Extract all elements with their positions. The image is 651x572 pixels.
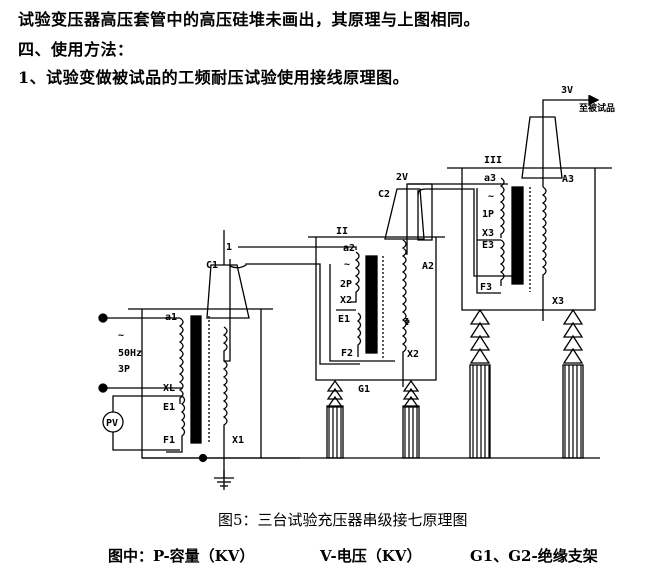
- stage-2-transformer: [308, 183, 514, 387]
- label-to-specimen: 至被试品: [579, 102, 615, 114]
- label-g1: G1: [358, 384, 370, 395]
- legend-capacity: 图中：P-容量（KV）: [108, 547, 255, 565]
- label-phi: Φ: [404, 317, 410, 328]
- label-f3: F3: [480, 282, 492, 293]
- core-bar: [190, 315, 202, 444]
- label-a2-hv: A2: [422, 261, 434, 272]
- label-2v: 2V: [396, 172, 408, 183]
- bushing-c2: [384, 188, 425, 240]
- label-node-1: 1: [226, 242, 232, 253]
- label-e: E1: [338, 314, 350, 325]
- label-c2: C2: [378, 189, 390, 200]
- label-freq: 50Hz: [118, 348, 142, 359]
- label-a3-hv: A3: [562, 174, 574, 185]
- ground-icon: [214, 470, 234, 487]
- legend-voltage: V-电压（KV）: [320, 547, 422, 565]
- label-x2-low: X2: [340, 295, 352, 306]
- stage-1-transformer: PV: [98, 230, 360, 490]
- label-stage-ii: II: [336, 226, 348, 237]
- label-a3: a3: [484, 173, 496, 184]
- bushing-c1: [206, 264, 250, 319]
- label-x2-hv: X2: [407, 349, 419, 360]
- label-3v: 3V: [561, 85, 573, 96]
- label-c1: C1: [206, 260, 218, 271]
- label-a1: a1: [165, 312, 177, 323]
- ac-symbol: ~: [344, 259, 350, 270]
- ac-symbol: ~: [118, 330, 124, 341]
- pv-label: PV: [106, 418, 118, 429]
- label-x3-hv: X3: [552, 296, 564, 307]
- bushing-iii: [521, 116, 563, 179]
- label-f1: F1: [163, 435, 175, 446]
- label-e3: E3: [482, 240, 494, 251]
- stage-3-transformer: [447, 94, 612, 321]
- label-x3-low: X3: [482, 228, 494, 239]
- label-a2: a2: [343, 243, 355, 254]
- legend-stands: G1、G2-绝缘支架: [470, 547, 598, 565]
- label-x1: X1: [232, 435, 244, 446]
- label-stage-iii: III: [484, 155, 502, 166]
- label-cap-1p: 1P: [482, 209, 494, 220]
- section-heading: 四、使用方法：: [18, 40, 134, 59]
- paragraph-2: 1、试验变做被试品的工频耐压试验使用接线原理图。: [18, 68, 410, 87]
- voltmeter-pv: [102, 411, 124, 433]
- label-cap-3p: 3P: [118, 364, 130, 375]
- label-xl: XL: [163, 383, 175, 394]
- insulator-stand: [469, 308, 491, 459]
- core-bar: [511, 186, 524, 285]
- insulator-stand: [326, 379, 344, 459]
- label-e1: E1: [163, 402, 175, 413]
- figure-caption: 图5：三台试验充压器串级接七原理图: [218, 511, 468, 529]
- insulator-stand: [562, 308, 584, 459]
- insulator-stand: [402, 379, 420, 459]
- core-bar: [365, 255, 378, 354]
- ac-symbol: ~: [488, 191, 494, 202]
- label-f2: F2: [341, 348, 353, 359]
- paragraph-1: 试验变压器高压套管中的高压硅堆未画出，其原理与上图相同。: [18, 10, 481, 29]
- label-cap-2p: 2P: [340, 279, 352, 290]
